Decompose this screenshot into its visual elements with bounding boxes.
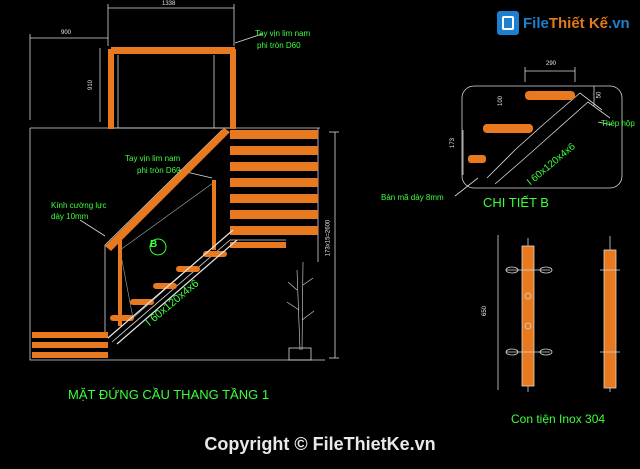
detail-dim-riser: 173: [450, 137, 457, 149]
dim-rail-height-label: 910: [88, 79, 95, 91]
copyright-text: Copyright © FileThietKe.vn: [204, 434, 436, 454]
glass-label-1: Kính cường lực: [51, 201, 107, 210]
folder-icon: [497, 11, 519, 35]
handrail-mid-label-1: Tay vịn lim nam: [125, 154, 181, 163]
detail-b-title: CHI TIẾT B: [483, 195, 549, 210]
detail-marker-circle: [149, 238, 167, 256]
detail-marker-label: B: [150, 239, 158, 250]
dim-top-label: 1338: [162, 1, 176, 7]
detail-dim-thickness: 50: [596, 91, 603, 99]
baluster-dim-height: 650: [482, 305, 489, 317]
detail-dim-small: 100: [498, 95, 505, 107]
detail-b-view: [454, 67, 623, 197]
dim-stair-height-label: 173x15=2600: [325, 219, 332, 257]
steel-label: Thép hộp: [601, 119, 635, 128]
site-logo: FileThiết Kế.vn: [497, 9, 634, 39]
detail-b-treads: [468, 91, 575, 163]
logo-text: FileThiết Kế.vn: [523, 15, 630, 32]
glass-label-2: dày 10mm: [51, 212, 89, 221]
dim-left-top-label: 900: [61, 30, 72, 36]
wood-elements: [32, 47, 318, 358]
baluster-title: Con tiện Inox 304: [511, 412, 606, 426]
detail-dim-width: 290: [546, 61, 557, 67]
handrail-top-label-2: phi tròn D60: [257, 41, 301, 50]
elevation-title: MẶT ĐỨNG CẦU THANG TẦNG 1: [68, 387, 270, 402]
stringer-beam: [107, 229, 238, 345]
plate-label: Bản mã dày 8mm: [381, 193, 444, 202]
handrail-top-label-1: Tay vịn lim nam: [255, 29, 311, 38]
baluster-view: [497, 235, 620, 392]
handrail-mid-label-2: phi tròn D60: [137, 166, 181, 175]
